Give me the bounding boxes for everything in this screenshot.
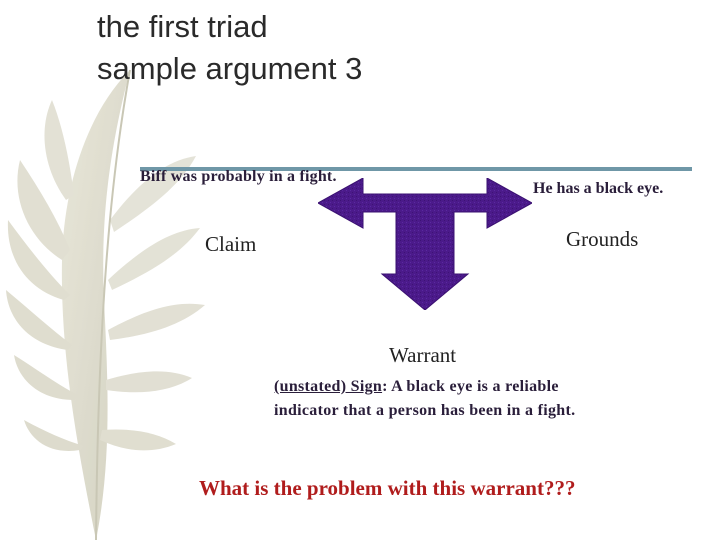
slide-title-line-2: sample argument 3 [97, 51, 363, 86]
claim-label: Claim [205, 232, 257, 256]
slide-title-line-1: the first triad [97, 9, 268, 44]
slide-title: the first triad sample argument 3 [97, 6, 362, 90]
warrant-explanation: : A black eye is a reliable indicator th… [274, 378, 576, 419]
warrant-type: (unstated) Sign [274, 378, 383, 395]
warrant-text: (unstated) Sign: A black eye is a reliab… [274, 375, 594, 423]
question-text: What is the problem with this warrant??? [199, 476, 576, 500]
claim-text: Biff was probably in a fight. [140, 168, 337, 185]
title-divider [140, 167, 692, 171]
warrant-label: Warrant [389, 343, 457, 367]
three-way-arrow-icon [318, 178, 532, 310]
grounds-label: Grounds [566, 227, 639, 251]
feather-icon [6, 69, 205, 540]
grounds-text: He has a black eye. [533, 180, 664, 197]
